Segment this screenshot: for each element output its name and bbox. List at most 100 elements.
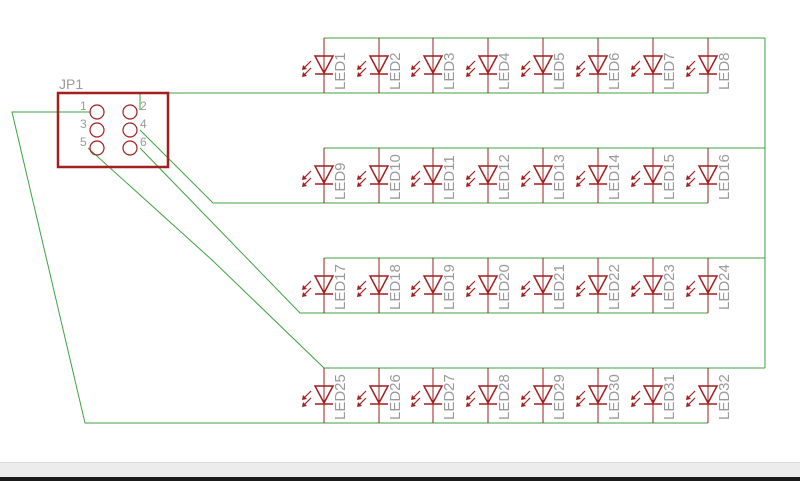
pin-3-pad[interactable] (89, 122, 105, 138)
led-label: LED26 (387, 374, 404, 420)
led-label: LED17 (332, 264, 349, 310)
arrow-head (631, 65, 636, 70)
diode-icon (697, 275, 719, 295)
led-6[interactable]: LED6 (576, 38, 623, 93)
arrow-head (302, 285, 307, 290)
arrow-head (411, 395, 416, 400)
connector-outline (56, 91, 170, 169)
pin-number: 5 (80, 135, 87, 149)
led-label: LED30 (606, 374, 623, 420)
arrow-head (466, 402, 471, 407)
led-label: LED10 (387, 154, 404, 200)
wire-pin1-row4[interactable] (11, 111, 708, 424)
led-19[interactable]: LED19 (411, 258, 458, 313)
diode-icon (642, 385, 664, 405)
led-label: LED3 (441, 52, 458, 90)
led-label: LED8 (716, 52, 733, 90)
arrow-head (357, 175, 362, 180)
arrow-head (521, 175, 526, 180)
led-20[interactable]: LED20 (466, 258, 513, 313)
arrow-head (411, 402, 416, 407)
led-18[interactable]: LED18 (357, 258, 404, 313)
led-label: LED2 (387, 52, 404, 90)
led-10[interactable]: LED10 (357, 148, 404, 203)
diode-icon (477, 275, 499, 295)
arrow-head (466, 182, 471, 187)
led-23[interactable]: LED23 (631, 258, 678, 313)
led-13[interactable]: LED13 (521, 148, 568, 203)
led-24[interactable]: LED24 (686, 258, 733, 313)
arrow-head (357, 65, 362, 70)
led-label: LED14 (606, 154, 623, 200)
pin-4-pad[interactable] (122, 122, 138, 138)
led-label: LED11 (441, 155, 458, 200)
wire-pin5-row4[interactable] (87, 147, 325, 369)
led-1[interactable]: LED1 (302, 38, 349, 93)
arrow-head (576, 72, 581, 77)
arrow-head (302, 72, 307, 77)
arrow-head (357, 182, 362, 187)
arrow-head (466, 292, 471, 297)
diode-icon (642, 55, 664, 75)
led-11[interactable]: LED11 (411, 148, 458, 203)
led-28[interactable]: LED28 (466, 368, 513, 423)
arrow-head (631, 72, 636, 77)
diode-icon (642, 275, 664, 295)
arrow-head (686, 292, 691, 297)
led-15[interactable]: LED15 (631, 148, 678, 203)
led-26[interactable]: LED26 (357, 368, 404, 423)
diode-icon (532, 385, 554, 405)
led-label: LED1 (332, 52, 349, 90)
arrow-head (631, 395, 636, 400)
led-25[interactable]: LED25 (302, 368, 349, 423)
arrow-head (357, 402, 362, 407)
led-4[interactable]: LED4 (466, 38, 513, 93)
diode-icon (422, 55, 444, 75)
led-12[interactable]: LED12 (466, 148, 513, 203)
arrow-head (411, 72, 416, 77)
pin-1-pad[interactable] (89, 104, 105, 120)
led-label: LED32 (716, 374, 733, 420)
arrow-head (521, 182, 526, 187)
pin-2-pad[interactable] (122, 104, 138, 120)
diode-icon (368, 275, 390, 295)
led-22[interactable]: LED22 (576, 258, 623, 313)
wire-pin2-row1[interactable] (139, 92, 708, 110)
led-2[interactable]: LED2 (357, 38, 404, 93)
led-5[interactable]: LED5 (521, 38, 568, 93)
diode-icon (422, 165, 444, 185)
led-31[interactable]: LED31 (631, 368, 678, 423)
led-14[interactable]: LED14 (576, 148, 623, 203)
led-label: LED21 (551, 264, 568, 310)
led-8[interactable]: LED8 (686, 38, 733, 93)
led-9[interactable]: LED9 (302, 148, 349, 203)
led-32[interactable]: LED32 (686, 368, 733, 423)
led-16[interactable]: LED16 (686, 148, 733, 203)
led-label: LED27 (441, 374, 458, 420)
pin-6-pad[interactable] (122, 140, 138, 156)
led-label: LED25 (332, 374, 349, 420)
led-3[interactable]: LED3 (411, 38, 458, 93)
arrow-head (302, 65, 307, 70)
arrow-head (411, 285, 416, 290)
arrow-head (631, 292, 636, 297)
led-21[interactable]: LED21 (521, 258, 568, 313)
wire-pin6-row3[interactable] (139, 147, 708, 314)
arrow-head (576, 395, 581, 400)
pin-number: 6 (140, 135, 147, 149)
led-7[interactable]: LED7 (631, 38, 678, 93)
led-30[interactable]: LED30 (576, 368, 623, 423)
arrow-head (521, 72, 526, 77)
arrow-head (521, 285, 526, 290)
arrow-head (357, 72, 362, 77)
led-label: LED7 (661, 52, 678, 90)
led-29[interactable]: LED29 (521, 368, 568, 423)
led-17[interactable]: LED17 (302, 258, 349, 313)
pin-5-pad[interactable] (89, 140, 105, 156)
led-label: LED31 (661, 374, 678, 420)
led-27[interactable]: LED27 (411, 368, 458, 423)
connector-label: JP1 (59, 76, 83, 92)
